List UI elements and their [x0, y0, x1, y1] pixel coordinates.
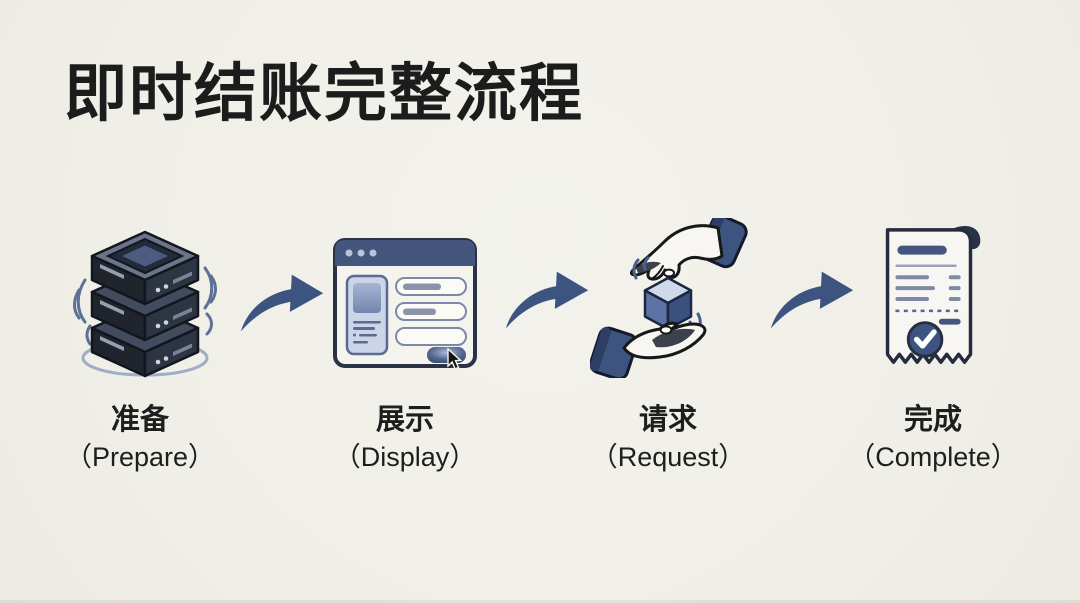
step-en-label: （Prepare）	[64, 442, 216, 472]
receipt-check-icon	[863, 220, 998, 378]
page-title: 即时结账完整流程	[64, 59, 584, 129]
step-label-complete: 完成 （Complete）	[823, 402, 1043, 474]
curved-arrow-icon	[498, 260, 596, 342]
step-label-request: 请求 （Request）	[558, 402, 778, 474]
step-en-label: （Complete）	[848, 442, 1018, 472]
hands-exchange-icon	[590, 218, 750, 378]
step-en-label: （Display）	[333, 442, 477, 472]
curved-arrow-icon	[233, 263, 331, 345]
browser-window-icon	[330, 234, 480, 374]
step-zh-label: 准备	[110, 404, 169, 436]
step-en-label: （Request）	[590, 442, 746, 472]
curved-arrow-icon	[763, 260, 861, 342]
server-stack-icon	[70, 218, 220, 380]
step-zh-label: 展示	[375, 404, 434, 436]
step-zh-label: 请求	[638, 404, 697, 436]
step-label-prepare: 准备 （Prepare）	[30, 402, 250, 474]
step-label-display: 展示 （Display）	[295, 402, 515, 474]
step-zh-label: 完成	[903, 404, 962, 436]
cursor-icon	[447, 347, 463, 370]
